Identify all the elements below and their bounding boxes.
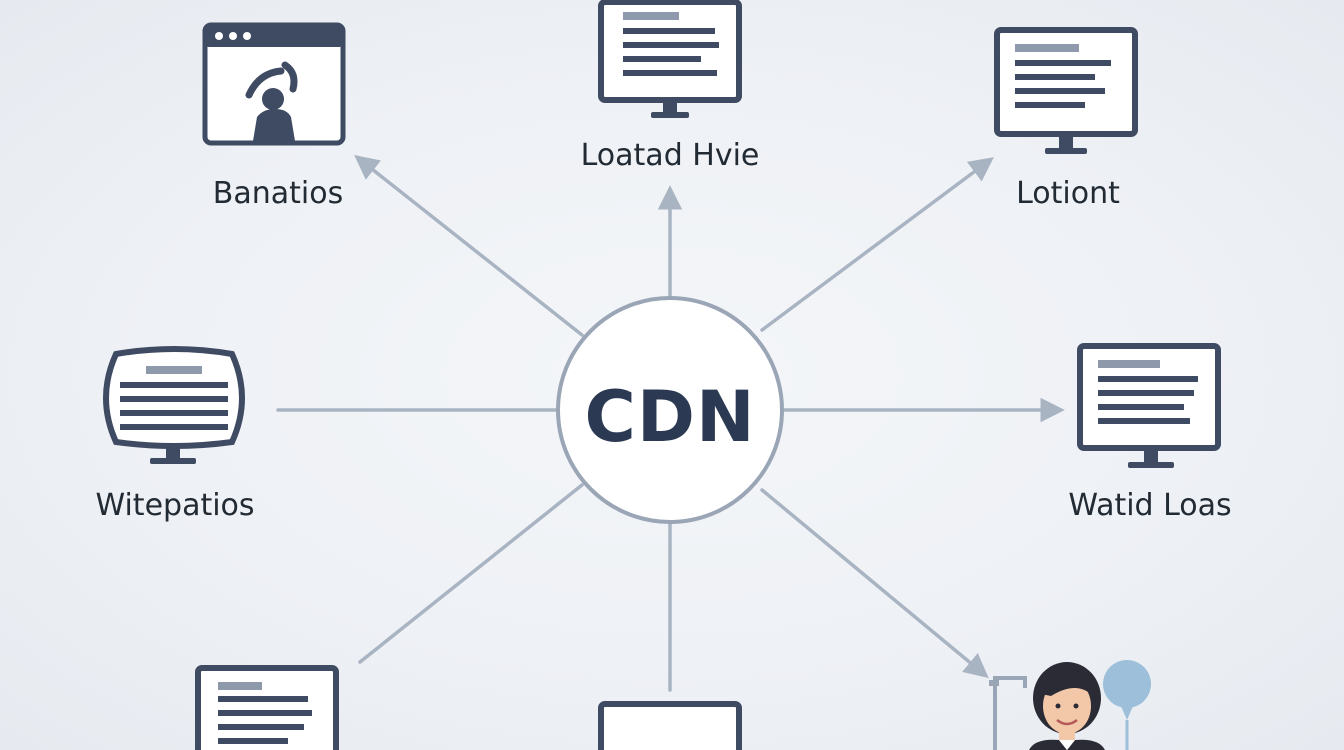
node-label-right: Watid Loas [1068,488,1232,523]
connector-top-left [354,154,584,337]
monitor-icon [195,665,339,750]
connectors [276,154,1065,692]
hub-label: CDN [584,376,756,458]
monitor-icon [598,0,742,118]
connector-bottom-right [760,488,989,679]
connector-top-right [760,157,994,332]
monitor-icon [1077,343,1221,468]
cdn-hub [556,296,784,524]
user-avatar-icon [989,660,1151,750]
curved-monitor-icon [103,346,245,464]
node-label-top-left: Banatios [212,176,344,211]
monitor-icon [994,27,1138,154]
node-label-top-right: Lotiont [1016,176,1120,211]
connector-bottom-left [358,483,584,664]
node-label-left: Witepatios [95,488,255,523]
monitor-icon [598,701,742,750]
browser-window-icon [202,22,346,146]
node-label-top: Loatad Hvie [580,138,760,173]
